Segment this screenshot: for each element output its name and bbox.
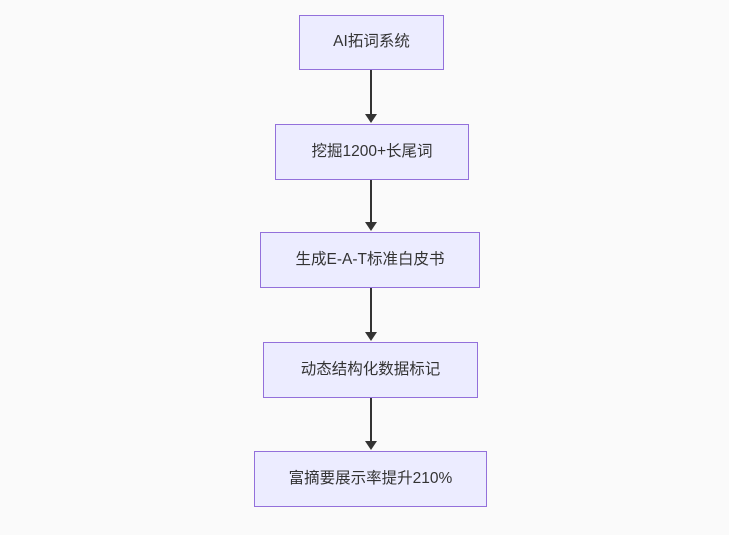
flow-node-label: 生成E-A-T标准白皮书 — [295, 250, 445, 268]
flow-node-eat-whitepaper: 生成E-A-T标准白皮书 — [260, 232, 480, 288]
flow-node-label: 动态结构化数据标记 — [300, 360, 441, 378]
edge-line — [370, 70, 372, 115]
edge-line — [370, 398, 372, 442]
arrowhead-down-icon — [365, 222, 377, 231]
flow-node-label: 富摘要展示率提升210% — [288, 469, 453, 487]
arrowhead-down-icon — [365, 114, 377, 123]
flow-node-longtail-mining: 挖掘1200+长尾词 — [275, 124, 469, 180]
arrowhead-down-icon — [365, 441, 377, 450]
edge-line — [370, 180, 372, 223]
flow-node-label: 挖掘1200+长尾词 — [311, 142, 433, 160]
flow-node-structured-data-markup: 动态结构化数据标记 — [263, 342, 478, 398]
flow-node-rich-snippet-result: 富摘要展示率提升210% — [254, 451, 487, 507]
flow-node-label: AI拓词系统 — [333, 33, 410, 51]
flow-node-ai-keyword-system: AI拓词系统 — [299, 15, 444, 70]
edge-line — [370, 288, 372, 333]
arrowhead-down-icon — [365, 332, 377, 341]
